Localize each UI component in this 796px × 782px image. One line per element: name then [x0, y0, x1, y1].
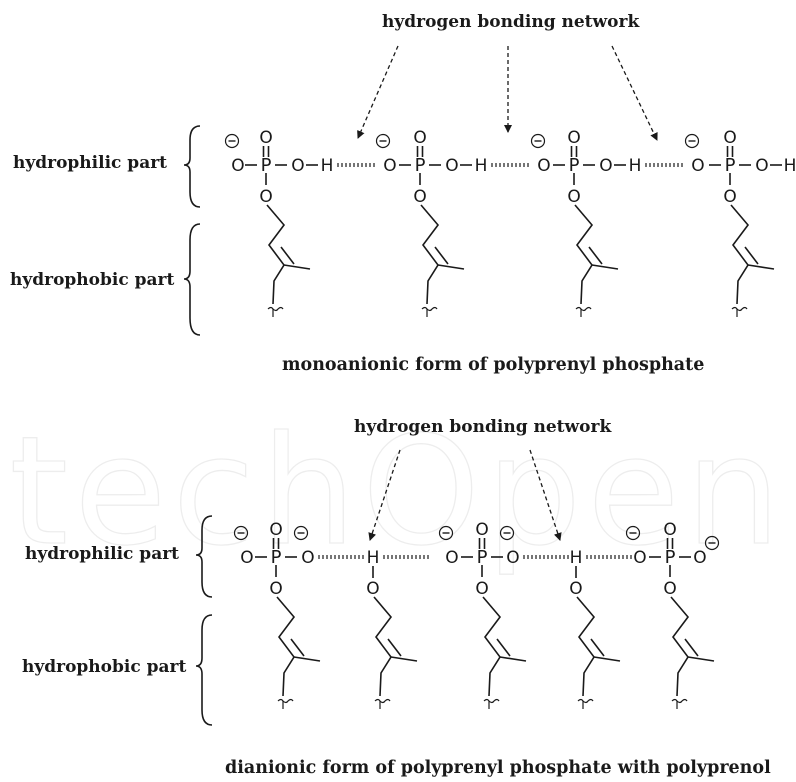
phosphate-unit: O O H [224, 127, 334, 318]
hydrogen-bond [523, 554, 569, 560]
hydrogen-bond [586, 554, 632, 560]
svg-text:O: O [633, 548, 646, 568]
hydrogen-bonding-network-label: hydrogen bonding network [382, 12, 640, 32]
hydrophilic-brace [183, 125, 201, 208]
dashed-arrow [357, 45, 399, 139]
hydrophilic-part-label: hydrophilic part [25, 544, 180, 564]
hydrophilic-brace [195, 515, 213, 598]
svg-text:H: H [629, 156, 642, 176]
phosphate-unit: O O [438, 519, 527, 710]
hydrophilic-part-label: hydrophilic part [13, 153, 168, 173]
figure-caption-monoanionic: monoanionic form of polyprenyl phosphate [282, 355, 705, 375]
svg-text:O: O [231, 156, 244, 176]
hydrophobic-part-label: hydrophobic part [22, 657, 187, 677]
svg-text:O: O [569, 579, 582, 599]
figure-caption-dianionic: dianionic form of polyprenyl phosphate w… [225, 758, 771, 778]
svg-text:O: O [506, 548, 519, 568]
svg-text:H: H [475, 156, 488, 176]
hydrogen-bonding-network-label: hydrogen bonding network [354, 417, 612, 437]
svg-text:O: O [537, 156, 550, 176]
svg-text:O: O [240, 548, 253, 568]
polyprenol-unit: H O [366, 548, 418, 710]
svg-text:O: O [301, 548, 314, 568]
phosphate-unit: O O H [530, 127, 642, 318]
dashed-arrow [611, 45, 658, 141]
svg-text:O: O [693, 548, 706, 568]
phosphate-unit: O O H [375, 127, 488, 318]
publisher-watermark: techOpen [9, 404, 787, 579]
svg-text:O: O [755, 156, 768, 176]
hydrogen-bond [383, 554, 429, 560]
svg-text:O: O [445, 548, 458, 568]
hydrophobic-brace [183, 223, 201, 336]
dashed-arrow [368, 449, 401, 541]
svg-text:H: H [367, 548, 380, 568]
monoanionic-structure-diagram: P O O [183, 45, 796, 336]
svg-text:O: O [366, 579, 379, 599]
svg-text:H: H [784, 156, 796, 176]
phosphate-unit: O O [233, 519, 321, 710]
svg-text:H: H [570, 548, 583, 568]
phosphate-unit: O O [625, 519, 720, 710]
polyprenol-unit: H O [569, 548, 621, 710]
phosphate-unit: O O H [684, 127, 796, 318]
svg-text:O: O [691, 156, 704, 176]
hydrogen-bond [318, 554, 364, 560]
svg-text:O: O [291, 156, 304, 176]
hydrophobic-brace [195, 614, 213, 726]
svg-text:O: O [383, 156, 396, 176]
svg-text:O: O [445, 156, 458, 176]
svg-text:O: O [599, 156, 612, 176]
dashed-arrow [529, 449, 562, 541]
hydrophobic-part-label: hydrophobic part [10, 270, 175, 290]
svg-text:H: H [321, 156, 334, 176]
